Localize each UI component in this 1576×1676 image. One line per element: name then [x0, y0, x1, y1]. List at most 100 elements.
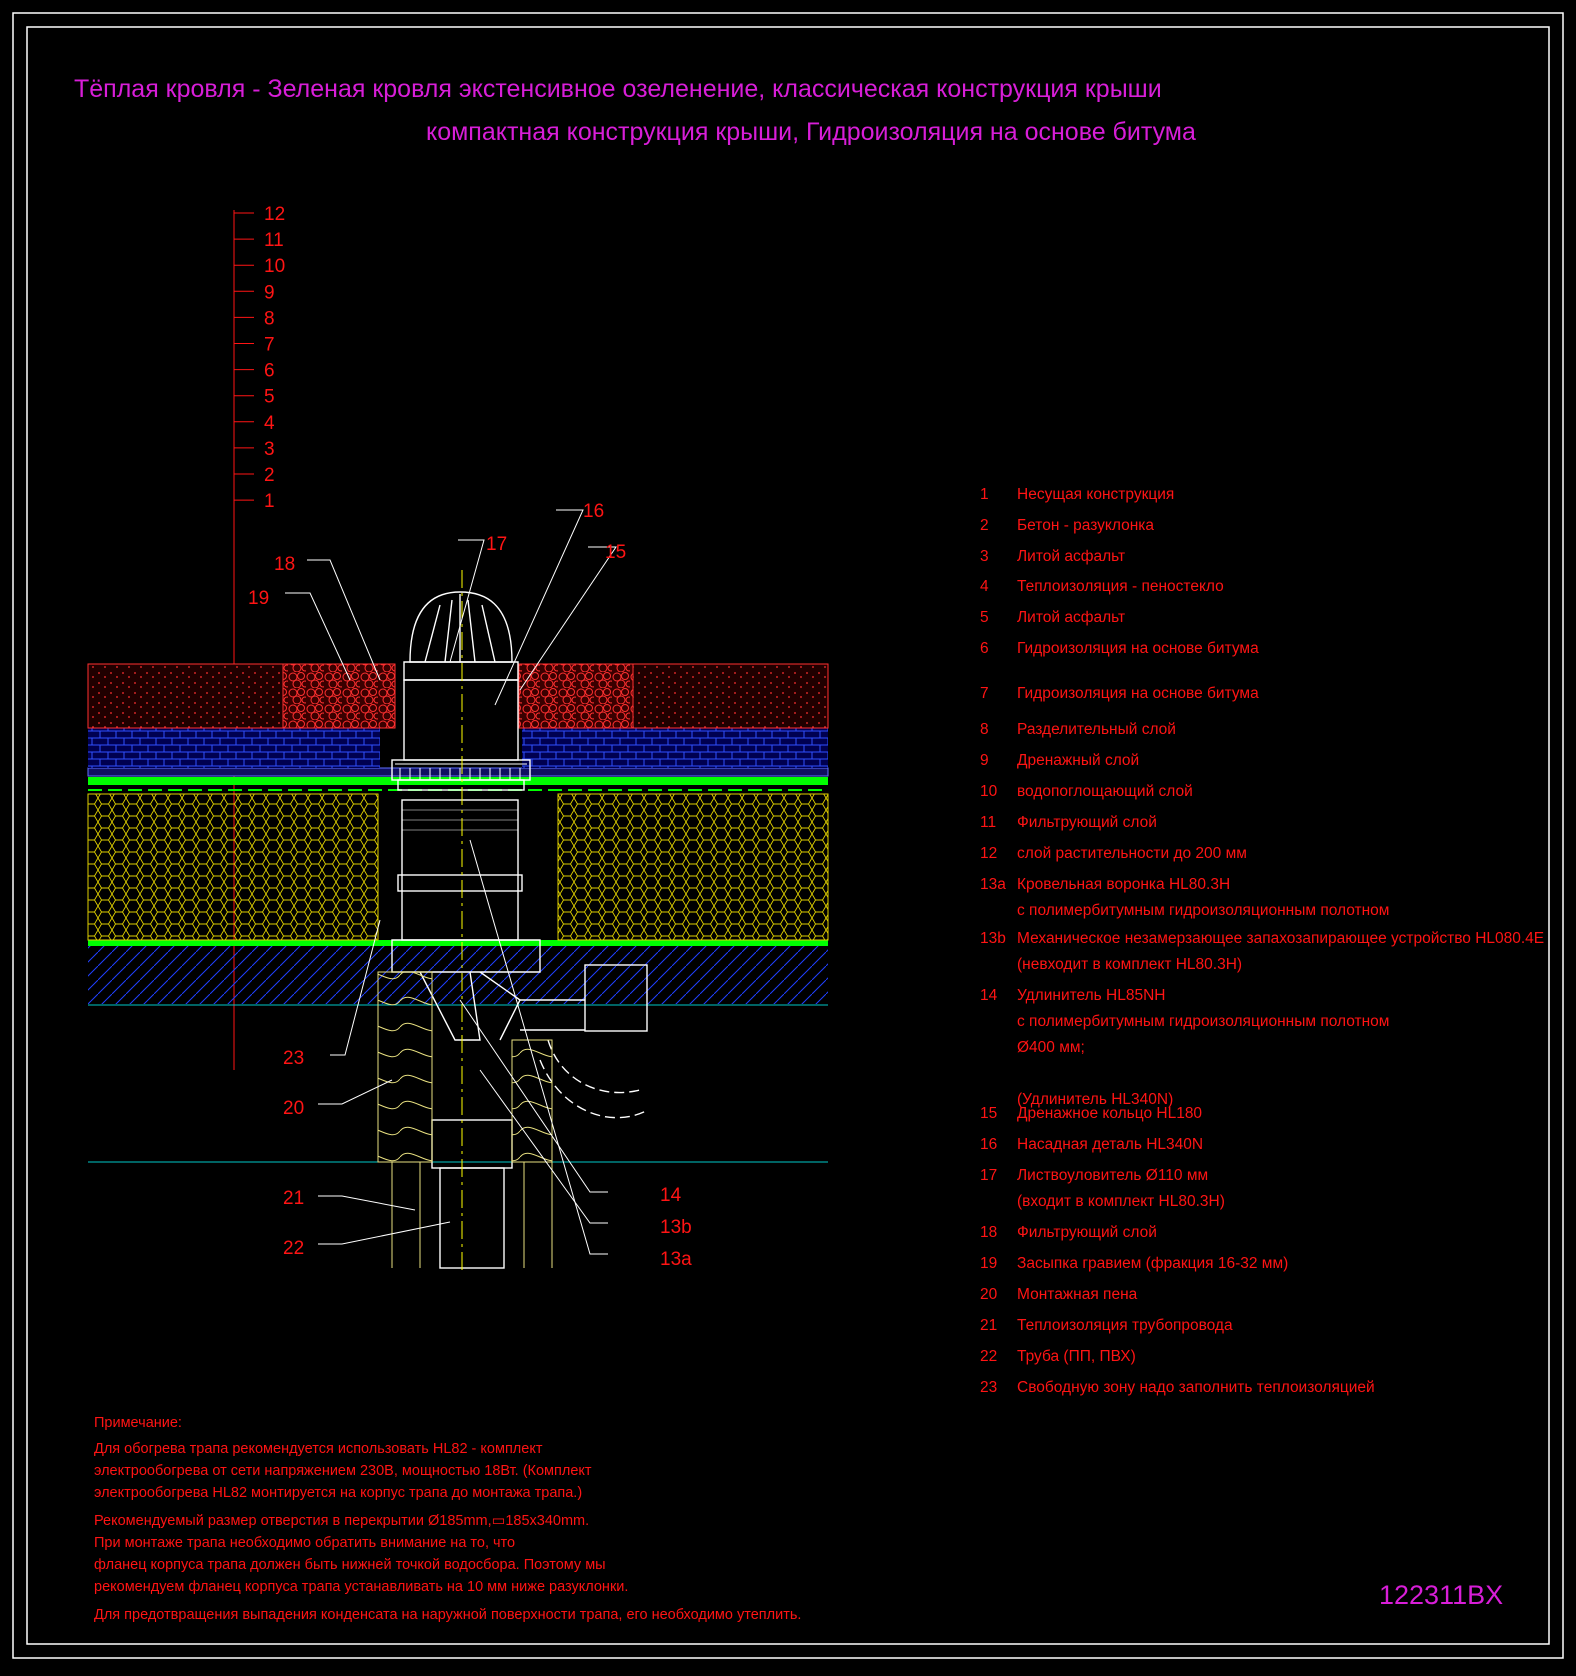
legend-number: 1	[980, 486, 989, 503]
legend-number: 23	[980, 1379, 997, 1396]
legend-number: 18	[980, 1224, 997, 1241]
layer-scale-label: 5	[264, 387, 275, 408]
legend-text: Свободную зону надо заполнить теплоизоля…	[1017, 1379, 1375, 1396]
flange	[397, 779, 525, 791]
leaf-guard-base	[403, 661, 519, 681]
reducer	[431, 1119, 513, 1169]
pipe-sleeve	[391, 1162, 553, 1268]
title-line-2: компактная конструкция крыши, Гидроизоля…	[426, 118, 1196, 146]
legend-text: водопоглощающий слой	[1017, 783, 1193, 800]
note-line: электрообогрева от сети напряжением 230В…	[94, 1463, 592, 1479]
layer-scale-label: 3	[264, 439, 275, 460]
legend-text: Гидроизоляция на основе битума	[1017, 640, 1259, 657]
legend-row: 20 Монтажная пена	[980, 1286, 1138, 1303]
side-outlet-pipe	[520, 999, 585, 1031]
leaf-guard-ribs	[424, 594, 496, 663]
legend-row: 7 Гидроизоляция на основе битума	[980, 685, 1259, 702]
gravel-right	[518, 663, 634, 729]
legend-text: слой растительности до 200 мм	[1017, 845, 1247, 862]
legend-text: Литой асфальт	[1017, 609, 1125, 626]
legend-number: 15	[980, 1105, 997, 1122]
drain-layer-left	[88, 728, 380, 768]
down-pipe	[439, 1167, 505, 1269]
body-ribs	[402, 809, 518, 831]
legend-row: 12 слой растительности до 200 мм	[980, 845, 1247, 862]
legend-number: 13a	[980, 876, 1006, 893]
legend-text: Литой асфальт	[1017, 548, 1125, 565]
drain-ring-slots	[395, 763, 527, 780]
legend-text: Ø400 мм;	[1017, 1039, 1085, 1056]
legend-text: Листвоуловитель Ø110 мм	[1017, 1167, 1208, 1184]
legend-row: 23 Свободную зону надо заполнить теплоиз…	[980, 1379, 1375, 1396]
legend-text: Дренажное кольцо HL180	[1017, 1105, 1202, 1122]
legend-number: 17	[980, 1167, 997, 1184]
soil-left-texture	[88, 664, 283, 728]
legend-text: Несущая конструкция	[1017, 486, 1174, 503]
legend-text: Удлинитель HL85NH	[1017, 987, 1166, 1004]
leaf-guard	[409, 591, 513, 663]
legend-text: Теплоизоляция трубопровода	[1017, 1317, 1233, 1334]
note-line: фланец корпуса трапа должен быть нижней …	[94, 1557, 606, 1573]
callout-22: 22	[283, 1238, 304, 1259]
legend-number: 6	[980, 640, 989, 657]
outlet-elbow	[539, 1039, 649, 1119]
side-outlet	[584, 964, 648, 1032]
callout-13a: 13a	[660, 1249, 692, 1270]
upper-membrane	[88, 777, 828, 785]
legend-text: Дренажный слой	[1017, 752, 1139, 769]
legend-text: (невходит в комплект HL80.3H)	[1017, 956, 1242, 973]
drain-body	[401, 799, 519, 941]
legend-text: Разделительный слой	[1017, 721, 1176, 738]
body-clamp	[397, 874, 523, 892]
legend-text: Бетон - разуклонка	[1017, 517, 1154, 534]
outer-frame	[12, 12, 1564, 1659]
legend-row: 6 Гидроизоляция на основе битума	[980, 640, 1259, 657]
legend-row: 9 Дренажный слой	[980, 752, 1139, 769]
legend-text: Насадная деталь HL340N	[1017, 1136, 1203, 1153]
legend-text: Монтажная пена	[1017, 1286, 1138, 1303]
drawing-code: 122311BX	[1379, 1580, 1503, 1610]
legend-text: Теплоизоляция - пеностекло	[1017, 578, 1224, 595]
callout-15: 15	[605, 542, 626, 563]
callout-13b: 13b	[660, 1217, 692, 1238]
insulation-right	[557, 793, 829, 941]
roof-section: 16 17 15 18 19 23 20 21 22 14 13b 13a	[87, 501, 829, 1270]
layer-scale-label: 11	[264, 230, 284, 251]
legend-row: 1 Несущая конструкция	[980, 486, 1174, 503]
legend-number: 9	[980, 752, 989, 769]
legend-number: 7	[980, 685, 989, 702]
soil-right-texture	[633, 664, 828, 728]
legend-number: 16	[980, 1136, 997, 1153]
pipe-insulation-left	[377, 971, 433, 1163]
note-line: электрообогрева HL82 монтируется на корп…	[94, 1485, 582, 1501]
callout-19: 19	[248, 588, 269, 609]
legend-number: 20	[980, 1286, 998, 1303]
legend-text: с полимербитумным гидроизоляционным поло…	[1017, 902, 1389, 919]
legend-number: 13b	[980, 930, 1006, 947]
legend-number: 5	[980, 609, 989, 626]
layer-scale-label: 8	[264, 308, 275, 329]
trap-valve	[419, 971, 481, 1041]
legend-text: Фильтрующий слой	[1017, 814, 1157, 831]
layer-scale-label: 9	[264, 282, 275, 303]
callout-14: 14	[660, 1185, 682, 1206]
legend-number: 12	[980, 845, 997, 862]
gravel-left	[282, 663, 396, 729]
legend-text: Гидроизоляция на основе битума	[1017, 685, 1259, 702]
legend-number: 8	[980, 721, 989, 738]
layer-scale-label: 1	[264, 491, 275, 512]
